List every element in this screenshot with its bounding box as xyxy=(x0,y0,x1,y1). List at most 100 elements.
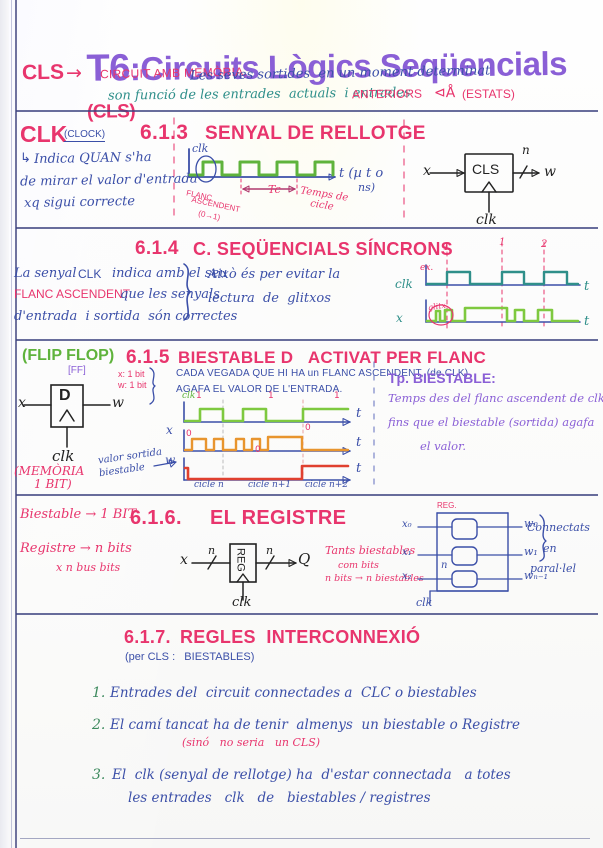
separator-3 xyxy=(16,339,598,341)
reg-note-1: Tants biestables xyxy=(325,544,416,557)
sync-tick-2: 1 xyxy=(499,237,506,248)
parallel-note-1: Connectats xyxy=(527,521,590,534)
cls-block-diagram xyxy=(429,153,540,213)
tp-note-line-3: el valor. xyxy=(420,439,466,453)
sync-t-label-clk: t xyxy=(584,279,590,294)
s614-line3: d'entrada i sortida són correctes xyxy=(14,309,238,324)
reg-block-output: Q xyxy=(298,550,311,568)
reg-block-bits-in: n xyxy=(208,544,216,557)
rule-2-number: 2. xyxy=(92,717,106,733)
reg-output-1: w₁ xyxy=(524,545,538,558)
s614-line1-clk: CLK xyxy=(78,267,102,281)
ff-row-x-label: x xyxy=(166,423,173,437)
intro-arrow-icon: → xyxy=(66,62,82,84)
rule-2-text: El camí tancat ha de tenir almenys un bi… xyxy=(110,717,520,733)
section-6-1-6-number: 6.1.6. xyxy=(130,507,182,529)
ff-cycle-1: cicle n xyxy=(194,480,224,490)
d-flipflop-diagram xyxy=(23,384,111,448)
ff-mark-5: 0 xyxy=(255,445,261,455)
cls-block-clk-label: clk xyxy=(476,212,497,228)
ff-row-clk-label: clk xyxy=(182,391,196,401)
margin-line xyxy=(15,0,17,848)
s616-left-3: x n bus bits xyxy=(56,561,121,574)
ff-mark-1: 1 xyxy=(196,391,202,401)
s616-left-1: Biestable → 1 BIT xyxy=(20,507,137,522)
dashed-dividers-1 xyxy=(173,117,405,221)
reg-note-2: com bits xyxy=(338,560,379,571)
section-6-1-4-number: 6.1.4 xyxy=(135,238,179,259)
separator-1 xyxy=(16,110,598,112)
ff-mark-3: 1 xyxy=(334,391,340,401)
rule-3-text-a: El clk (senyal de rellotge) ha d'estar c… xyxy=(112,767,511,783)
rule-1-number: 1. xyxy=(92,685,106,701)
tp-note-line-1: Temps des del flanc ascendent de clk xyxy=(388,391,603,405)
separator-5 xyxy=(16,613,598,615)
intro-line2-c: (ESTATS) xyxy=(462,87,515,101)
reg-expanded-label: REG. xyxy=(437,501,457,510)
ff-cycle-3: cicle n+2 xyxy=(305,480,349,490)
clk-wave-t-label: t (µ t o xyxy=(339,166,384,181)
ff-abbrev: [FF] xyxy=(68,365,86,376)
memory-note-1: (MEMÒRIA xyxy=(14,464,85,478)
s614-brace-note-2: lectura de glitxos xyxy=(208,291,331,306)
sync-t-label-x: t xyxy=(584,314,590,329)
s614-line2-a: FLANC ASCENDENT xyxy=(14,287,131,301)
section-6-1-3-number: 6.1.3 xyxy=(140,121,189,144)
separator-4 xyxy=(16,494,598,496)
dashed-divider-2 xyxy=(373,361,375,491)
section-6-1-4-title: C. SEQÜENCIALS SÍNCRONS xyxy=(193,239,453,259)
page-bottom-edge xyxy=(20,838,590,839)
ff-output-label: w xyxy=(112,395,124,411)
ff-d-label: D xyxy=(59,387,71,404)
s614-line1-c: indica amb el seu xyxy=(112,266,228,281)
parallel-note-2: en xyxy=(543,542,557,555)
cls-block-output-label: w xyxy=(544,164,556,180)
rule-3-number: 3. xyxy=(92,767,106,783)
s615-desc-2: AGAFA EL VALOR DE L'ENTRADA. xyxy=(176,384,343,395)
ff-t-label-2: t xyxy=(356,435,362,450)
sync-tick-3: 2 xyxy=(541,239,548,250)
clk-wave-axis-label: clk xyxy=(192,142,209,155)
ff-t-label-1: t xyxy=(356,406,362,421)
bits-note-x: x: 1 bit xyxy=(118,369,145,379)
tc-label: Tc xyxy=(268,183,281,196)
ff-cycle-2: cicle n+1 xyxy=(248,480,292,490)
reg-block-input: x xyxy=(180,552,188,568)
tp-note-title: Tp. BIESTABLE: xyxy=(388,370,496,386)
section-6-1-7-subtitle: (per CLS : BIESTABLES) xyxy=(125,651,255,663)
cls-block-input-label: x xyxy=(423,163,431,179)
rule-2-note: (sinó no seria un CLS) xyxy=(182,736,321,749)
section-6-1-7-title: REGLES INTERCONNEXIÓ xyxy=(180,627,421,647)
s614-brace-note-1: Això és per evitar la xyxy=(208,267,341,282)
ff-input-label: x xyxy=(18,395,26,411)
reg-block-bits-out: n xyxy=(266,544,274,557)
parallel-note-3: paral·lel xyxy=(530,562,576,575)
intro-x1-symbol: ⊲Å xyxy=(434,85,456,101)
sync-clk-label: clk xyxy=(395,277,413,291)
rule-3-text-b: les entrades clk de biestables / registr… xyxy=(128,790,431,806)
reg-output-2: wₙ₋₁ xyxy=(524,569,549,582)
reg-dots-label: n xyxy=(441,560,448,571)
reg-input-2: x₂ xyxy=(402,571,412,582)
reg-block-name: REG xyxy=(234,548,247,572)
section-6-1-7-number: 6.1.7. xyxy=(124,627,171,647)
ff-row-w-label: w xyxy=(165,453,176,467)
ff-mark-2: 1 xyxy=(268,391,274,401)
flipflop-label: (FLIP FLOP) xyxy=(22,347,115,364)
separator-2 xyxy=(16,227,598,229)
value-note-arrow-icon xyxy=(153,459,177,468)
rule-1-text: Entrades del circuit connectades a CLC o… xyxy=(110,685,477,701)
sync-x-label: x xyxy=(396,311,403,325)
tp-note-line-2: fins que el biestable (sortida) agafa xyxy=(388,415,595,429)
section-6-1-5-title: BIESTABLE D ACTIVAT PER FLANC xyxy=(178,348,487,367)
parallel-brace-icon xyxy=(539,514,547,562)
brace-icon xyxy=(183,263,191,321)
memory-note-2: 1 BIT) xyxy=(34,477,72,491)
bits-note-w: w: 1 bit xyxy=(118,380,147,390)
sync-tick-1: 1 xyxy=(443,242,450,253)
margin-line-faint xyxy=(11,0,12,848)
intro-label: CLS xyxy=(21,60,65,85)
page-left-edge xyxy=(0,0,9,848)
bits-brace-icon xyxy=(149,367,156,405)
